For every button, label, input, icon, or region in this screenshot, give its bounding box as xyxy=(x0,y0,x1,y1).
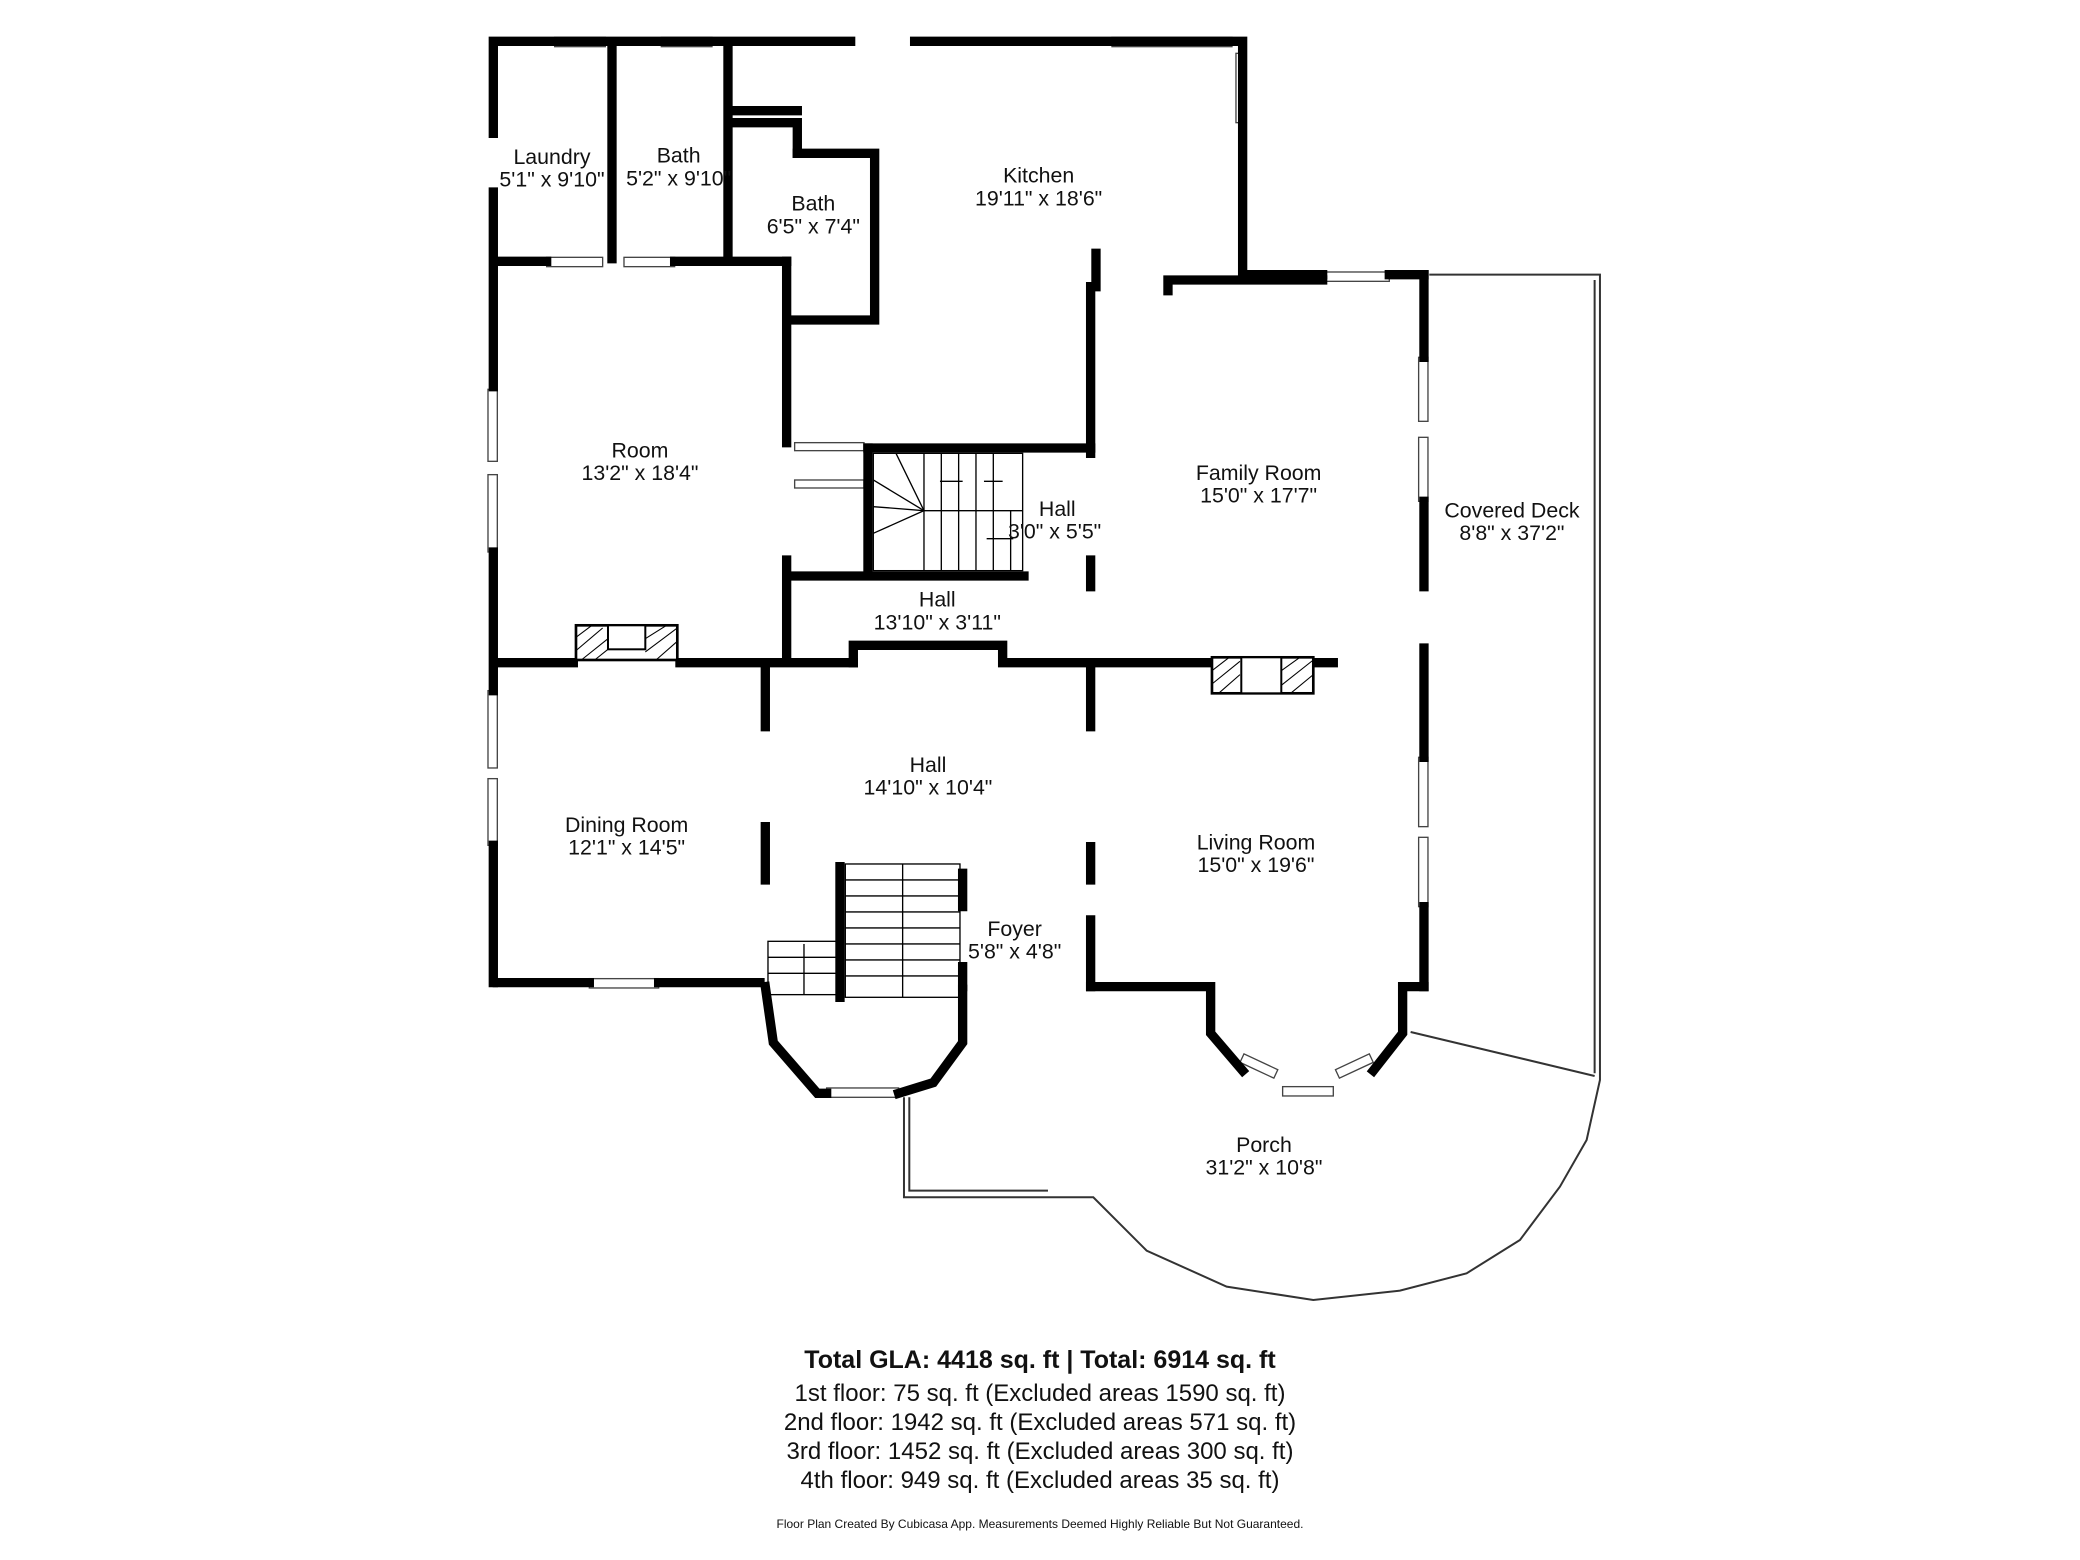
fireplace-room xyxy=(574,623,679,662)
fireplace-family xyxy=(1210,655,1315,695)
room-dims: 15'0" x 17'7" xyxy=(1200,484,1317,508)
floor-1-area: 1st floor: 75 sq. ft (Excluded areas 159… xyxy=(794,1380,1286,1407)
room-dims: 31'2" x 10'8" xyxy=(1205,1156,1322,1180)
room-labels: Laundry 5'1" x 9'10" Bath 5'2" x 9'10" B… xyxy=(499,144,1579,1180)
room-name: Kitchen xyxy=(1003,164,1074,188)
room-dims: 14'10" x 10'4" xyxy=(864,776,993,800)
room-dims: 5'2" x 9'10" xyxy=(626,166,731,190)
room-name: Bath xyxy=(791,192,835,216)
room-dims: 3'0" x 5'5" xyxy=(1008,520,1101,544)
room-name: Covered Deck xyxy=(1444,498,1579,522)
room-name: Hall xyxy=(919,588,956,612)
room-dims: 8'8" x 37'2" xyxy=(1459,521,1564,545)
room-name: Room xyxy=(612,438,669,462)
floor-3-area: 3rd floor: 1452 sq. ft (Excluded areas 3… xyxy=(786,1438,1294,1465)
room-dims: 5'1" x 9'10" xyxy=(499,168,604,192)
room-name: Foyer xyxy=(987,917,1042,941)
floor-4-area: 4th floor: 949 sq. ft (Excluded areas 35… xyxy=(800,1467,1280,1494)
deck-porch-outline xyxy=(902,273,1601,1301)
room-dims: 13'2" x 18'4" xyxy=(581,461,698,485)
walls xyxy=(488,36,1429,1100)
floor-2-area: 2nd floor: 1942 sq. ft (Excluded areas 5… xyxy=(783,1409,1297,1436)
room-dims: 12'1" x 14'5" xyxy=(568,836,685,860)
disclaimer: Floor Plan Created By Cubicasa App. Meas… xyxy=(776,1517,1304,1531)
room-name: Dining Room xyxy=(565,813,688,837)
room-name: Living Room xyxy=(1197,830,1316,854)
room-name: Bath xyxy=(657,144,701,168)
stairs-main xyxy=(767,863,961,998)
room-dims: 13'10" x 3'11" xyxy=(874,610,1001,634)
total-area: Total GLA: 4418 sq. ft | Total: 6914 sq.… xyxy=(804,1346,1276,1374)
room-name: Hall xyxy=(1039,497,1076,521)
room-dims: 6'5" x 7'4" xyxy=(767,214,860,238)
room-name: Porch xyxy=(1236,1133,1292,1157)
room-dims: 15'0" x 19'6" xyxy=(1197,853,1314,877)
room-dims: 19'11" x 18'6" xyxy=(975,186,1102,210)
room-name: Family Room xyxy=(1196,461,1322,485)
room-dims: 5'8" x 4'8" xyxy=(968,940,1061,964)
room-name: Laundry xyxy=(513,145,590,169)
room-name: Hall xyxy=(910,753,947,777)
stairs-upper xyxy=(872,452,1024,572)
